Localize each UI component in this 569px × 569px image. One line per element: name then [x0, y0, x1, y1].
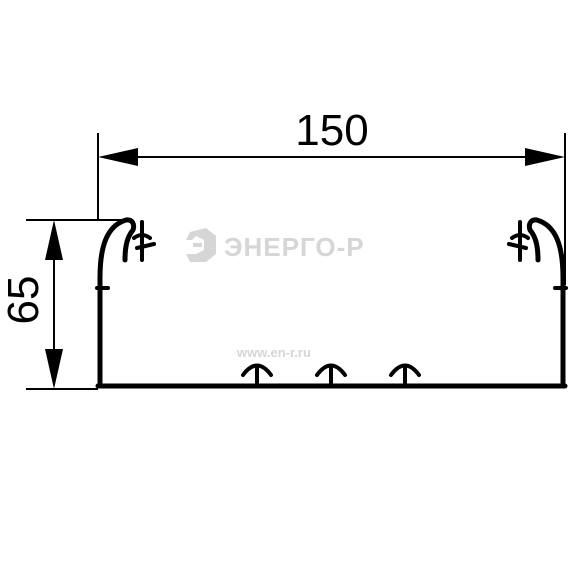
duct-profile — [95, 217, 568, 389]
height-arrow-top-icon — [45, 220, 63, 260]
duct-left-wall — [97, 217, 137, 389]
left-clip — [132, 220, 156, 262]
bottom-anchor-2 — [315, 363, 347, 388]
bottom-anchor-1 — [241, 363, 273, 388]
height-dimension — [26, 219, 132, 390]
width-dimension-label: 150 — [295, 106, 368, 155]
height-dimension-label: 65 — [0, 276, 48, 325]
bottom-anchor-3 — [389, 363, 421, 388]
right-clip — [507, 220, 530, 262]
watermark-brand: ЭНЕРГО-Р — [224, 232, 365, 262]
height-arrow-bottom-icon — [45, 349, 63, 389]
width-arrow-right-icon — [525, 148, 565, 166]
watermark-url: www.en-r.ru — [236, 345, 311, 360]
width-arrow-left-icon — [98, 148, 138, 166]
logo-mark-icon — [186, 228, 216, 262]
watermark-logo: ЭНЕРГО-Р www.en-r.ru — [186, 228, 365, 360]
width-dimension — [97, 133, 566, 285]
duct-right-wall — [526, 217, 566, 389]
